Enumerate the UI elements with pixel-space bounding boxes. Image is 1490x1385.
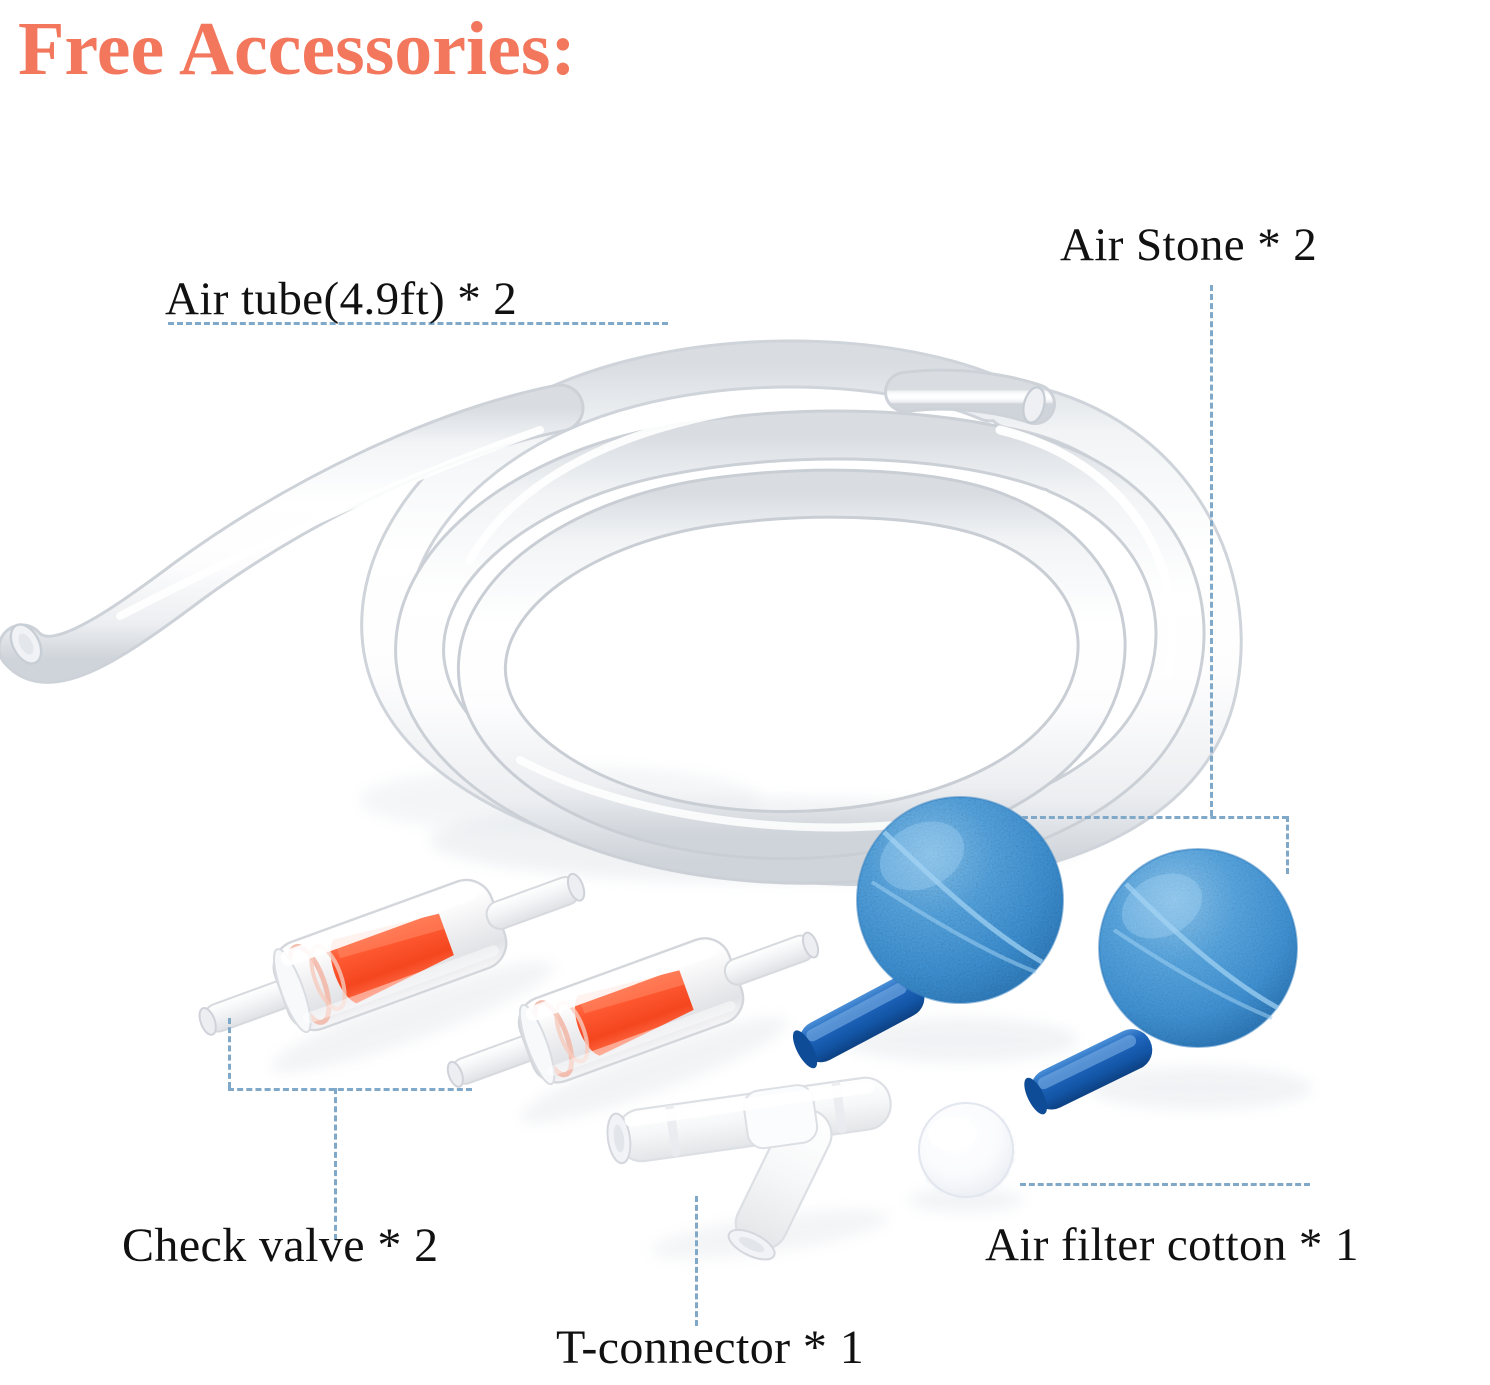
label-air-filter-cotton: Air filter cotton * 1 bbox=[985, 1219, 1359, 1271]
connector-air-stone-right-tick bbox=[1286, 816, 1289, 874]
label-air-stone: Air Stone * 2 bbox=[1060, 219, 1318, 271]
air-stone-2-illustration bbox=[1024, 848, 1312, 1115]
air-stone-1-illustration bbox=[792, 796, 1078, 1069]
check-valve-1-illustration bbox=[198, 872, 586, 1073]
connector-air-stone-bracket bbox=[1022, 816, 1288, 819]
t-connector-illustration bbox=[606, 1076, 892, 1261]
label-t-connector: T-connector * 1 bbox=[556, 1321, 865, 1374]
air-filter-cotton-illustration bbox=[908, 1102, 1024, 1212]
check-valve-2-illustration bbox=[446, 931, 820, 1123]
connector-air-filter-cotton bbox=[1020, 1183, 1310, 1186]
page-title: Free Accessories: bbox=[18, 7, 576, 91]
label-check-valve: Check valve * 2 bbox=[122, 1219, 439, 1272]
connector-air-tube bbox=[168, 322, 668, 325]
label-air-tube: Air tube(4.9ft) * 2 bbox=[165, 273, 518, 325]
connector-check-valve-stem bbox=[334, 1088, 337, 1240]
connector-check-valve-left-tick bbox=[228, 1018, 231, 1088]
connector-air-stone-vertical bbox=[1210, 285, 1213, 816]
air-tube-illustration bbox=[0, 339, 1243, 887]
connector-t-connector bbox=[695, 1196, 698, 1326]
connector-check-valve-bracket bbox=[228, 1088, 472, 1091]
